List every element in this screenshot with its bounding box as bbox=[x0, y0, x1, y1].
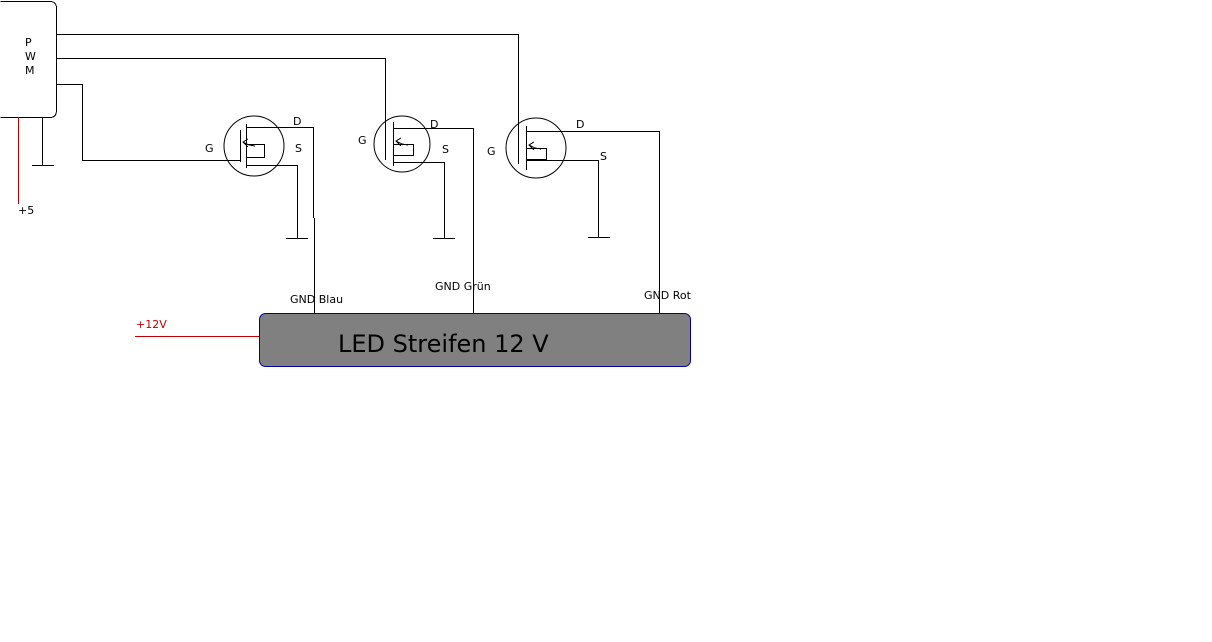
gate-wire-blue bbox=[56, 84, 240, 161]
mosfet-gruen-body bbox=[373, 115, 431, 173]
pwm-ground bbox=[32, 117, 54, 166]
mosfet-rot-arrowhead-icon bbox=[528, 141, 535, 151]
led-strip-label: LED Streifen 12 V bbox=[338, 330, 549, 358]
mosfet-rot-arrow-icon bbox=[528, 144, 542, 150]
pwm-label-p: P bbox=[25, 36, 32, 49]
mosfet-blau-source-wire bbox=[246, 165, 298, 238]
mosfet-blau-drain-wire bbox=[286, 127, 314, 218]
mosfet-rot-body bbox=[505, 117, 567, 179]
led-strip-body bbox=[259, 313, 691, 367]
plus5-label: +5 bbox=[18, 204, 34, 217]
mosfet-gruen-arrowhead-icon bbox=[395, 137, 402, 147]
mosfet-blau-drain-label: D bbox=[293, 115, 301, 128]
led-strip: LED Streifen 12 V bbox=[259, 313, 691, 367]
pwm-label-w: W bbox=[25, 50, 36, 63]
mosfet-blau-arrowhead-icon bbox=[242, 138, 249, 148]
mosfet-gruen-gate-label: G bbox=[358, 134, 367, 147]
mosfet-blau-body bbox=[223, 115, 285, 177]
gnd-blau-label: GND Blau bbox=[290, 293, 343, 306]
mosfet-rot: G D S bbox=[487, 117, 660, 313]
gnd-rot-label: GND Rot bbox=[644, 289, 692, 302]
mosfet-rot-source-loop bbox=[526, 148, 547, 160]
mosfet-blau-arrow-icon bbox=[242, 141, 256, 147]
mosfet-gruen-source-wire bbox=[393, 162, 445, 238]
mosfet-rot-drain-label: D bbox=[576, 118, 584, 131]
mosfet-gruen-source-loop bbox=[393, 144, 414, 156]
mosfet-rot-gate-label: G bbox=[487, 145, 496, 158]
gate-wire-green bbox=[56, 58, 386, 144]
pwm-label-m: M bbox=[25, 64, 35, 77]
mosfet-rot-source-label: S bbox=[600, 150, 607, 163]
plus5-supply: +5 bbox=[18, 117, 34, 217]
mosfet-rot-source-wire bbox=[526, 160, 599, 237]
gnd-gruen-label: GND Grün bbox=[435, 280, 491, 293]
mosfet-gruen-source-label: S bbox=[442, 143, 449, 156]
mosfet-blau-source-loop bbox=[246, 144, 265, 158]
mosfet-gruen: G D S bbox=[358, 115, 474, 313]
mosfet-blau: G D S bbox=[205, 115, 314, 239]
mosfet-blau-gate-label: G bbox=[205, 142, 214, 155]
gate-wire-red bbox=[56, 34, 519, 148]
plus12-label: +12V bbox=[136, 318, 167, 331]
pwm-module: P W M bbox=[0, 1, 57, 118]
plus12-supply: +12V bbox=[135, 318, 260, 337]
mosfet-gruen-drain-label: D bbox=[430, 118, 438, 131]
mosfet-gruen-arrow-icon bbox=[395, 140, 409, 146]
mosfet-gruen-drain-wire bbox=[393, 128, 474, 313]
mosfet-rot-drain-wire bbox=[526, 131, 660, 313]
mosfet-blau-source-label: S bbox=[295, 142, 302, 155]
